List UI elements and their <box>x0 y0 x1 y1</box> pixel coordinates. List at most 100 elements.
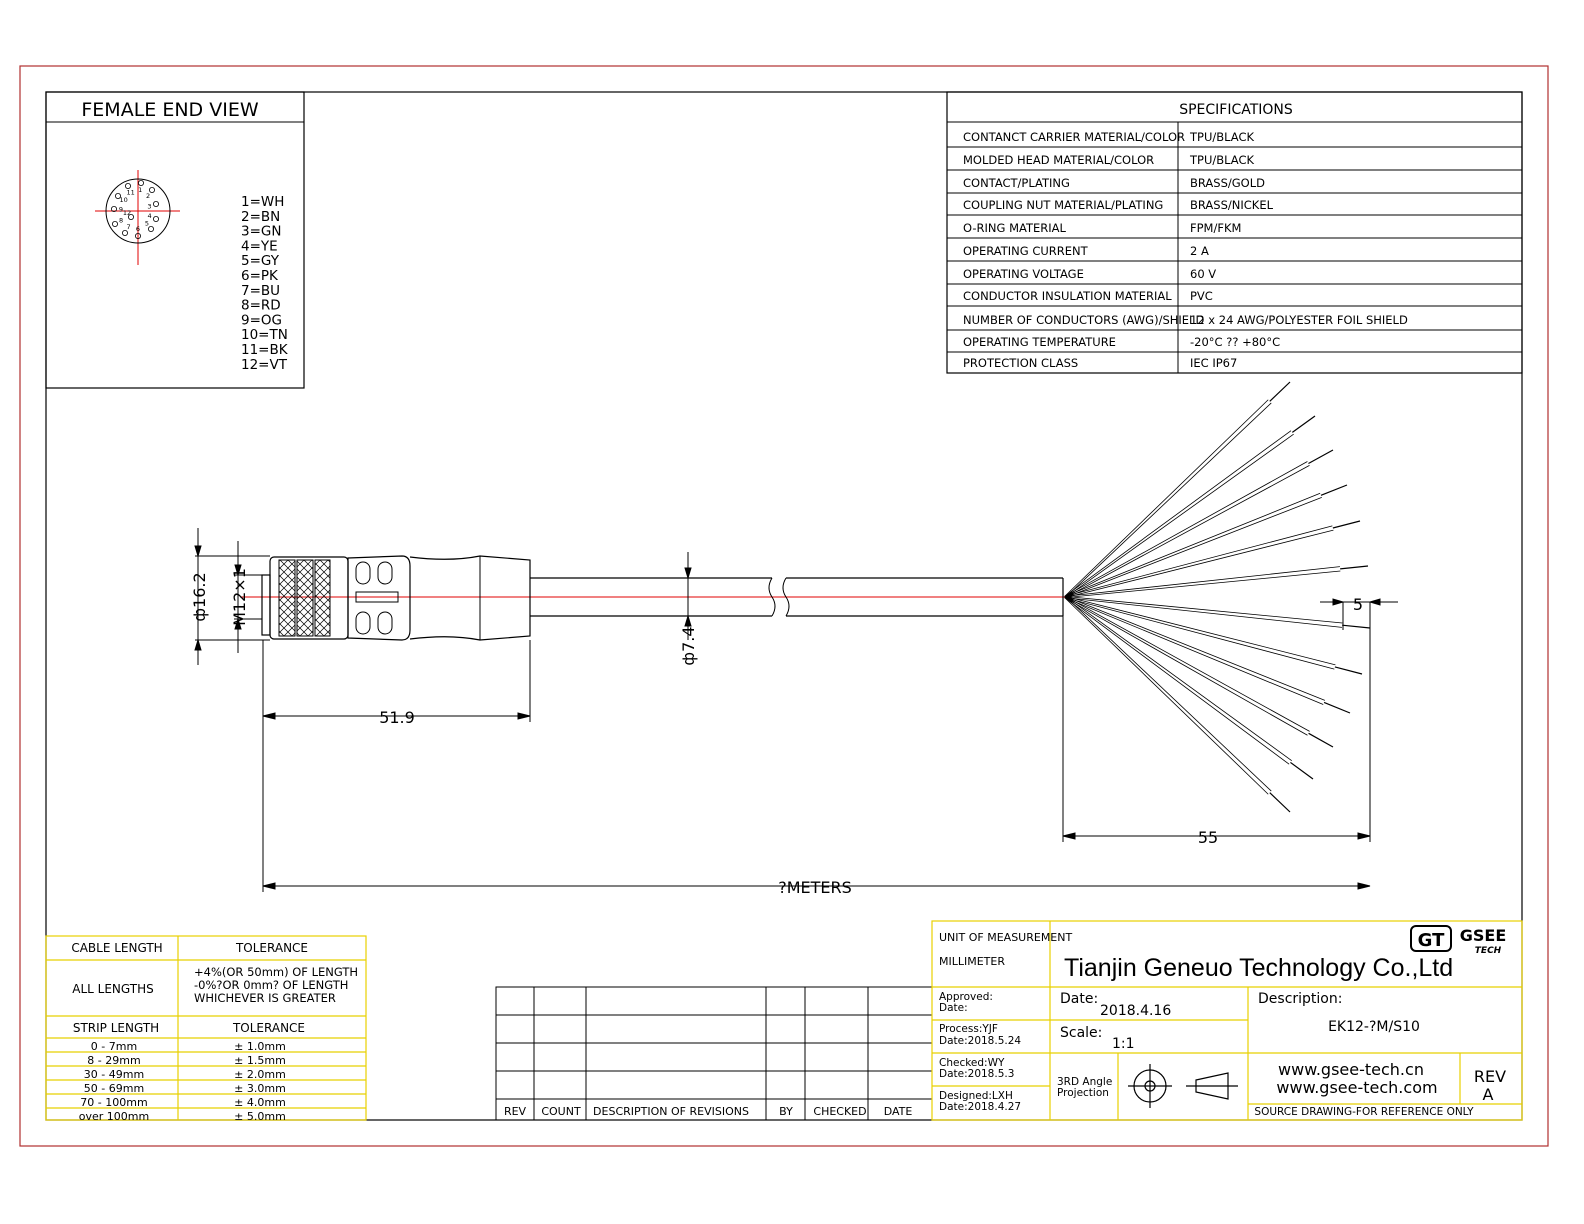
description-col-header: DESCRIPTION OF REVISIONS <box>593 1105 749 1118</box>
by-col-header: BY <box>779 1105 793 1118</box>
spec-label: OPERATING CURRENT <box>963 244 1089 258</box>
all-lengths-tolerance-3: WHICHEVER IS GREATER <box>194 991 336 1005</box>
all-lengths-tolerance-1: +4%(OR 50mm) OF LENGTH <box>194 965 358 979</box>
pin-3-contact <box>152 200 159 207</box>
spec-value: BRASS/NICKEL <box>1190 198 1274 212</box>
dim-thread: M12×1 <box>230 568 249 626</box>
spec-label: COUPLING NUT MATERIAL/PLATING <box>963 198 1163 212</box>
tolerance-header: TOLERANCE <box>235 941 308 955</box>
strip-tolerance: ± 4.0mm <box>234 1096 286 1109</box>
approved-date: Date: <box>939 1002 968 1014</box>
stripped-tip <box>1269 792 1291 813</box>
knurl-band-2 <box>296 559 314 637</box>
wire-conductor <box>1064 596 1351 714</box>
spec-value: IEC IP67 <box>1190 356 1237 370</box>
pin-1-contact <box>137 179 144 186</box>
wire-conductor <box>1064 595 1371 629</box>
stripped-tip <box>1269 381 1291 402</box>
spec-value: TPU/BLACK <box>1189 130 1255 144</box>
pin-5-contact <box>147 225 154 232</box>
pin-4-contact <box>152 215 159 222</box>
date-col-header: DATE <box>884 1105 913 1118</box>
strip-range: over 100mm <box>79 1110 149 1123</box>
pin-9-contact <box>111 205 118 212</box>
wire-color-item: 7=BU <box>241 283 280 299</box>
wire-color-item: 4=YE <box>241 238 278 254</box>
description-value: EK12-?M/S10 <box>1328 1019 1420 1035</box>
dim-fan-length: 55 <box>1198 828 1218 847</box>
pin-11-label: 11 <box>126 188 134 196</box>
wire-color-item: 8=RD <box>241 298 281 314</box>
rev-value: A <box>1483 1085 1494 1104</box>
spec-value: 60 V <box>1190 267 1216 281</box>
strip-tolerance: ± 3.0mm <box>234 1082 286 1095</box>
wire-conductor <box>1064 596 1291 813</box>
spec-value: 2 A <box>1190 244 1209 258</box>
description-label: Description: <box>1258 991 1342 1007</box>
connector-cable-drawing <box>240 381 1371 813</box>
scale-value: 1:1 <box>1112 1036 1135 1052</box>
wire-color-list: 1=WH2=BN3=GN4=YE5=GY6=PK7=BU8=RD9=OG10=T… <box>241 194 289 373</box>
spec-label: MOLDED HEAD MATERIAL/COLOR <box>963 153 1154 167</box>
strip-range: 8 - 29mm <box>87 1054 140 1067</box>
strip-range: 0 - 7mm <box>91 1040 137 1053</box>
spec-value: -20°C ?? +80°C <box>1190 335 1280 349</box>
spec-value: PVC <box>1190 289 1213 303</box>
strip-range: 30 - 49mm <box>84 1068 144 1081</box>
pin-6-contact <box>134 232 141 239</box>
grip-slot-4 <box>377 611 393 635</box>
spec-label: CONTACT/PLATING <box>963 176 1070 190</box>
pin-4-label: 4 <box>148 212 152 220</box>
stripped-tip <box>1323 701 1351 714</box>
stripped-tip <box>1308 449 1334 464</box>
checked-label: Checked:WY <box>939 1057 1005 1069</box>
date-label: Date: <box>1060 991 1098 1007</box>
revision-table: REV COUNT DESCRIPTION OF REVISIONS BY CH… <box>495 986 933 1121</box>
process-label: Process:YJF <box>939 1023 998 1035</box>
process-date: Date:2018.5.24 <box>939 1035 1021 1047</box>
stripped-tip <box>1332 520 1361 529</box>
wire-color-item: 1=WH <box>241 194 284 210</box>
wire-conductor <box>1064 381 1291 598</box>
pin-2-label: 2 <box>146 192 150 200</box>
pin-10-label: 10 <box>119 196 127 204</box>
spec-label: NUMBER OF CONDUCTORS (AWG)/SHIELD <box>963 313 1204 327</box>
strip-range: 50 - 69mm <box>84 1082 144 1095</box>
wire-color-item: 5=GY <box>241 253 280 269</box>
website-com: www.gsee-tech.com <box>1276 1078 1437 1097</box>
wire-conductor <box>1064 565 1369 599</box>
grip-slot-3 <box>355 611 371 635</box>
specifications-table: SPECIFICATIONS CONTANCT CARRIER MATERIAL… <box>946 91 1523 374</box>
spec-value: 12 x 24 AWG/POLYESTER FOIL SHIELD <box>1190 313 1408 327</box>
stripped-tip <box>1308 732 1334 748</box>
pin-9-label: 9 <box>119 206 123 214</box>
stripped-tip <box>1342 624 1371 629</box>
designed-date: Date:2018.4.27 <box>939 1101 1021 1113</box>
pin-12-label: 12 <box>123 209 131 217</box>
wire-color-item: 10=TN <box>241 327 288 343</box>
wire-color-item: 2=BN <box>241 209 280 225</box>
unit-value: MILLIMETER <box>939 955 1005 968</box>
strip-range: 70 - 100mm <box>80 1096 147 1109</box>
wire-conductor <box>1064 520 1361 599</box>
wire-color-item: 12=VT <box>241 357 288 373</box>
pin-12-contact <box>127 213 134 220</box>
pin-7-label: 7 <box>126 223 130 231</box>
wire-color-item: 11=BK <box>241 342 289 358</box>
knurl-band-3 <box>314 559 331 637</box>
connector-front-face <box>261 574 271 636</box>
spec-value: TPU/BLACK <box>1189 153 1255 167</box>
outer-frame <box>19 65 1549 1147</box>
logo-word-top: GSEE <box>1460 926 1507 945</box>
pin-11-contact <box>125 182 132 189</box>
projection-line-2: Projection <box>1057 1087 1109 1099</box>
back-shell <box>409 555 531 641</box>
pin-10-contact <box>115 192 122 199</box>
strip-tolerance: ± 2.0mm <box>234 1068 286 1081</box>
dim-head-length: 51.9 <box>379 708 415 727</box>
unit-label: UNIT OF MEASUREMENT <box>939 931 1072 944</box>
